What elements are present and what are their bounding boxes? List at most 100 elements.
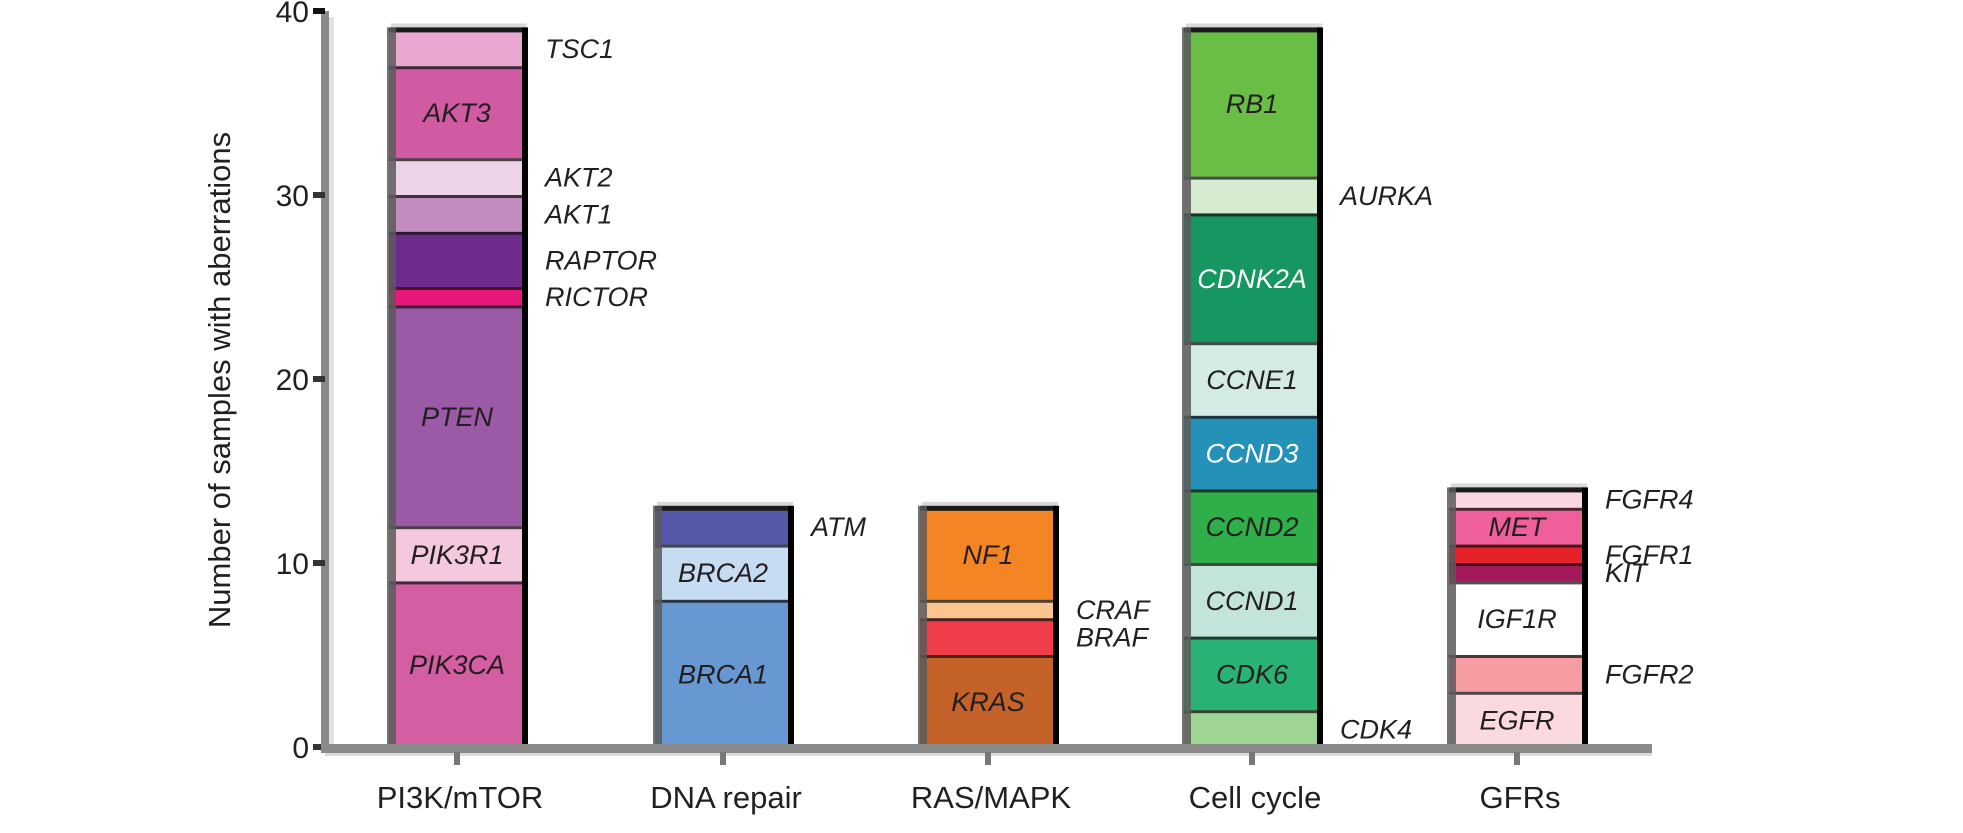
segment-label-cdk4: CDK4 <box>1340 715 1412 745</box>
segment-label-kit: KIT <box>1605 558 1650 588</box>
bar-segment-fgfr1 <box>1449 544 1585 563</box>
bar-top-shadow <box>1451 483 1587 490</box>
bar-segment-atm <box>655 507 791 545</box>
segment-label-tsc1: TSC1 <box>545 34 614 64</box>
x-tick-label: DNA repair <box>650 780 802 815</box>
segment-label-cdk6: CDK6 <box>1216 659 1289 689</box>
segment-label-fgfr2: FGFR2 <box>1605 659 1694 689</box>
bar-segment-braf <box>920 618 1056 655</box>
bar-segment-cdnk2a <box>1184 213 1320 343</box>
x-tick <box>720 752 726 765</box>
bar-stack-cell-cycle: CDK4CDK6CCND1CCND2CCND3CCNE1CDNK2AAURKAR… <box>1182 23 1433 747</box>
segment-label-ccne1: CCNE1 <box>1206 365 1298 395</box>
bar-top-shadow <box>922 501 1058 508</box>
segment-label-fgfr4: FGFR4 <box>1605 485 1694 515</box>
y-axis-title: Number of samples with aberrations <box>202 132 237 628</box>
segment-label-egfr: EGFR <box>1479 705 1554 735</box>
bar-right-edge <box>522 27 528 747</box>
bar-segment-akt3 <box>389 66 525 159</box>
segment-label-rb1: RB1 <box>1226 89 1279 119</box>
segment-label-met: MET <box>1489 512 1549 542</box>
bar-segment-akt1 <box>389 195 525 232</box>
bar-segment-fgfr4 <box>1449 489 1585 508</box>
bar-segment-ccnd1 <box>1184 563 1320 637</box>
y-tick <box>313 8 325 14</box>
bar-segment-brca1 <box>655 599 791 747</box>
bar-right-edge <box>788 505 794 747</box>
bar-segment-aurka <box>1184 176 1320 214</box>
bar-segment-akt2 <box>389 158 525 195</box>
segment-label-akt3: AKT3 <box>421 98 491 128</box>
bar-segment-pten <box>389 305 525 527</box>
y-tick <box>313 376 325 382</box>
y-tick-label: 40 <box>276 0 309 29</box>
bar-segment-met <box>1449 507 1585 545</box>
bar-segment-pik3r1 <box>389 526 525 582</box>
segment-divider <box>1184 707 1320 714</box>
segment-label-raptor: RAPTOR <box>545 245 657 275</box>
segment-label-akt1: AKT1 <box>543 199 613 229</box>
bar-segment-fgfr2 <box>1449 655 1585 692</box>
segment-label-ccnd1: CCND1 <box>1205 586 1298 616</box>
bar-segment-egfr <box>1449 691 1585 747</box>
x-axis-line <box>321 744 1652 753</box>
y-tick-label: 10 <box>276 548 309 581</box>
x-tick <box>454 752 460 765</box>
bar-top-edge <box>655 505 791 511</box>
segment-label-pten: PTEN <box>421 402 494 432</box>
bar-segment-kras <box>920 655 1056 747</box>
x-tick-label: RAS/MAPK <box>911 780 1072 815</box>
bar-segment-ccnd2 <box>1184 489 1320 563</box>
bar-segment-raptor <box>389 231 525 287</box>
bar-left-edge <box>653 505 662 747</box>
y-tick <box>313 560 325 566</box>
y-tick <box>313 744 325 750</box>
bar-segment-brca2 <box>655 544 791 600</box>
segment-label-atm: ATM <box>809 512 866 542</box>
segment-label-kras: KRAS <box>951 687 1025 717</box>
bar-right-edge <box>1317 27 1323 747</box>
y-tick-label: 20 <box>276 364 309 397</box>
y-axis-shadow <box>329 17 334 753</box>
bar-segment-rictor <box>389 287 525 306</box>
bar-top-edge <box>1184 27 1320 33</box>
segment-label-nf1: NF1 <box>962 540 1013 570</box>
bar-segment-craf <box>920 599 1056 619</box>
x-tick <box>1249 752 1255 765</box>
segment-label-ccnd2: CCND2 <box>1205 512 1298 542</box>
segment-label-fgfr1: FGFR1 <box>1605 540 1694 570</box>
bar-top-edge <box>389 27 525 33</box>
segment-label-ccnd3: CCND3 <box>1205 439 1298 469</box>
segment-label-cdnk2a: CDNK2A <box>1197 264 1307 294</box>
bar-segment-kit <box>1449 563 1585 582</box>
bar-stack-pi3k-mtor: PIK3CAPIK3R1PTENRICTORRAPTORAKT1AKT2AKT3… <box>387 23 657 747</box>
segment-label-braf: BRAF <box>1076 623 1150 653</box>
x-tick <box>1514 752 1520 765</box>
bar-segment-pik3ca <box>389 581 525 747</box>
bar-left-edge <box>1182 27 1191 747</box>
y-tick-label: 0 <box>292 732 309 765</box>
bar-top-shadow <box>391 23 527 30</box>
segment-label-akt2: AKT2 <box>543 163 613 193</box>
bar-segment-ccne1 <box>1184 342 1320 416</box>
bar-top-shadow <box>1186 23 1322 30</box>
segment-label-rictor: RICTOR <box>545 282 648 312</box>
segment-label-igf1r: IGF1R <box>1477 604 1557 634</box>
x-tick-label: GFRs <box>1480 780 1561 815</box>
bar-top-shadow <box>657 501 793 508</box>
bar-left-edge <box>918 505 927 747</box>
segment-divider <box>1184 173 1320 180</box>
bar-segment-tsc1 <box>389 29 525 67</box>
bar-segment-cdk4 <box>1184 710 1320 747</box>
bar-segment-nf1 <box>920 507 1056 600</box>
segment-label-pik3r1: PIK3R1 <box>410 540 503 570</box>
bar-top-edge <box>1449 487 1585 493</box>
bars: PIK3CAPIK3R1PTENRICTORRAPTORAKT1AKT2AKT3… <box>387 23 1694 747</box>
bar-top-edge <box>920 505 1056 511</box>
bar-segment-cdk6 <box>1184 636 1320 711</box>
